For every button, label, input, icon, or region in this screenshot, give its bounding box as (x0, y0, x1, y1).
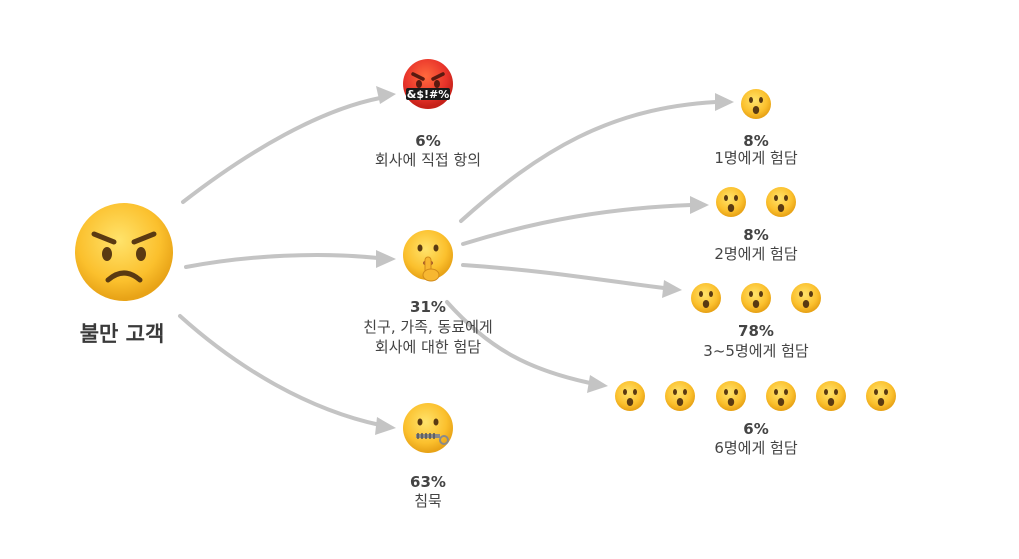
arrowhead-few (662, 280, 682, 298)
gossip-label-line1: 친구, 가족, 동료에게 (363, 318, 492, 336)
angry-face-icon (75, 203, 173, 301)
arrow-to-few (461, 263, 666, 290)
spread-one-faces (741, 89, 771, 119)
surprised-face-icon (691, 283, 721, 313)
spread-two-percent: 8% (743, 226, 768, 244)
spread-two-label: 2명에게 험담 (714, 245, 798, 263)
surprised-face-icon (766, 187, 796, 217)
arrow-to-two (461, 203, 693, 246)
spread-one-label: 1명에게 험담 (714, 149, 798, 167)
surprised-face-icon (716, 381, 746, 411)
surprised-face-icon (816, 381, 846, 411)
surprised-face-icon (665, 381, 695, 411)
surprised-face-icon (741, 283, 771, 313)
spread-one-percent: 8% (743, 132, 768, 150)
spread-few-percent: 78% (738, 322, 774, 340)
spread-two-faces (716, 187, 796, 217)
arrow-to-complain (181, 96, 382, 204)
cursing-symbols: &$!#% (407, 88, 450, 101)
zipper-mouth-face-icon (403, 403, 453, 453)
complain-label: 회사에 직접 항의 (375, 151, 481, 169)
surprised-face-icon (716, 187, 746, 217)
spread-six-percent: 6% (743, 420, 768, 438)
arrowhead-silent (375, 417, 396, 435)
surprised-face-icon (866, 381, 896, 411)
arrow-to-one (459, 100, 718, 223)
silent-percent: 63% (410, 473, 446, 491)
arrow-to-silent (178, 314, 382, 427)
spread-six-label: 6명에게 험담 (714, 439, 798, 457)
arrowhead-six (587, 375, 608, 393)
spread-six-faces (615, 381, 896, 411)
silent-label: 침묵 (414, 492, 442, 510)
surprised-face-icon (615, 381, 645, 411)
arrow-to-six (445, 300, 592, 385)
gossip-label-line2: 회사에 대한 험담 (375, 338, 481, 356)
shushing-face-icon (403, 230, 453, 282)
arrowhead-two (690, 196, 709, 214)
gossip-percent: 31% (410, 298, 446, 316)
cursing-face-icon: &$!#% (403, 59, 453, 109)
surprised-face-icon (766, 381, 796, 411)
arrow-to-gossip (184, 253, 380, 269)
root-label: 불만 고객 (80, 322, 165, 346)
arrowhead-complain (376, 86, 396, 104)
complain-percent: 6% (415, 132, 440, 150)
arrowhead-gossip (376, 250, 396, 268)
spread-few-label: 3~5명에게 험담 (703, 342, 809, 360)
surprised-face-icon (791, 283, 821, 313)
surprised-face-icon (741, 89, 771, 119)
spread-few-faces (691, 283, 821, 313)
arrows (178, 86, 734, 435)
arrowhead-one (715, 93, 734, 111)
